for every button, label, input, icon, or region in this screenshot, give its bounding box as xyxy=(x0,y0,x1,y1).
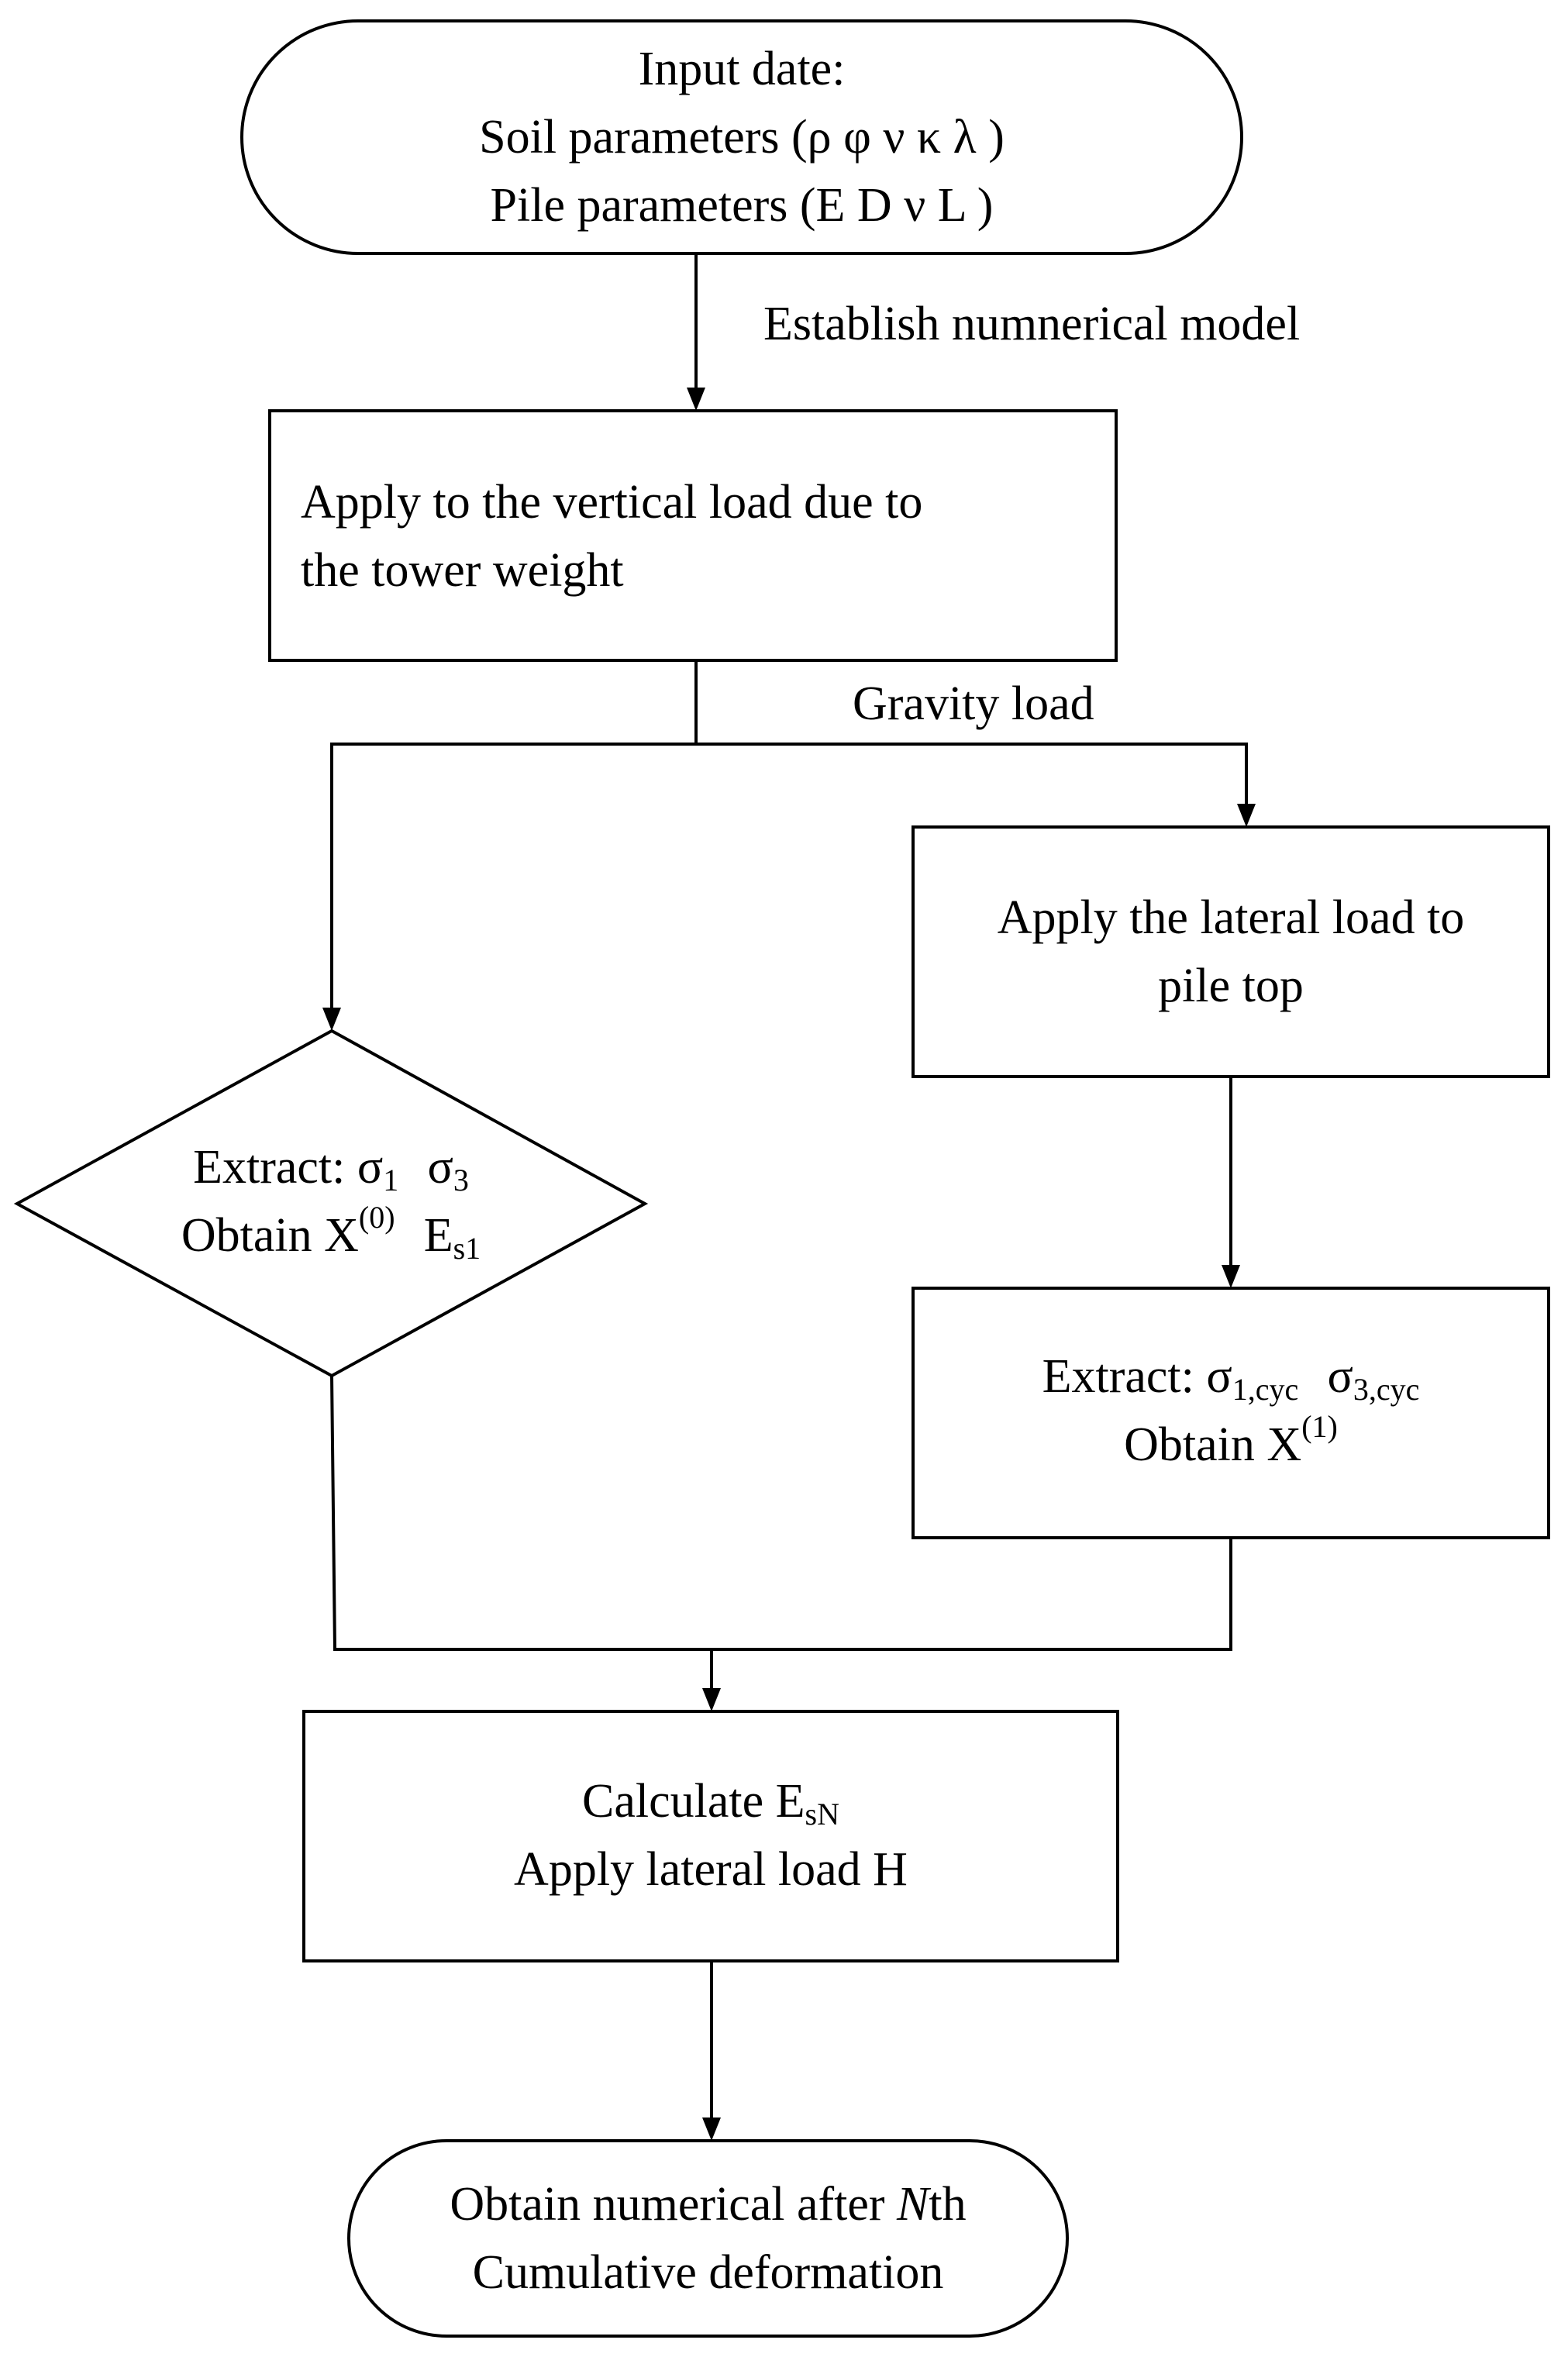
start-line-3: Pile parameters (E D ν L ) xyxy=(490,179,994,232)
sigma-3-cyc-subscript: 3,cyc xyxy=(1353,1372,1420,1407)
sigma-1-subscript: 1 xyxy=(383,1163,399,1197)
arrowhead xyxy=(687,388,705,411)
extract-cyc-label: Extract: xyxy=(1042,1350,1194,1403)
x-superscript: (0) xyxy=(358,1200,395,1235)
x-symbol: X xyxy=(324,1209,359,1262)
esn-symbol: E xyxy=(775,1775,805,1828)
lateral-load-line-2: pile top xyxy=(1158,960,1304,1012)
end-line-1-n: N xyxy=(897,2178,929,2231)
obtain-label: Obtain xyxy=(181,1209,312,1262)
arrowhead xyxy=(702,1688,721,1711)
sigma-1-symbol: σ xyxy=(357,1141,384,1194)
sigma-3-subscript: 3 xyxy=(453,1163,469,1197)
arrowhead xyxy=(322,1008,341,1031)
establish-model-label: Establish numnerical model xyxy=(763,298,1301,350)
vertical-load-line-1: Apply to the vertical load due to xyxy=(301,476,923,529)
lateral-load-text: Apply the lateral load to pile top xyxy=(913,884,1549,1020)
arrowhead xyxy=(702,2118,721,2141)
sigma-1-cyc-subscript: 1,cyc xyxy=(1232,1372,1299,1407)
vertical-load-text: Apply to the vertical load due to the to… xyxy=(301,468,1107,605)
start-terminator xyxy=(240,19,1243,255)
x1-superscript: (1) xyxy=(1301,1409,1338,1444)
decision-line-2: Obtain X(0) Es1 xyxy=(17,1201,645,1270)
lateral-load-line-1: Apply the lateral load to xyxy=(997,891,1465,944)
extract-label: Extract: xyxy=(193,1141,346,1194)
sigma-3-symbol: σ xyxy=(427,1141,453,1194)
e-symbol: E xyxy=(423,1209,453,1262)
end-line-1-prefix: Obtain numerical after xyxy=(450,2178,898,2231)
esn-subscript: sN xyxy=(805,1797,839,1831)
calculate-line-1: Calculate EsN xyxy=(304,1767,1118,1835)
connector-merge xyxy=(330,1375,1232,1651)
start-line-2: Soil parameters (ρ φ ν κ λ ) xyxy=(479,111,1005,164)
extract-cyc-line-2: Obtain X(1) xyxy=(913,1411,1549,1479)
start-line-1: Input date: xyxy=(638,43,846,95)
e-subscript: s1 xyxy=(453,1231,481,1266)
calculate-label: Calculate xyxy=(582,1775,764,1828)
x1-symbol: X xyxy=(1266,1418,1302,1471)
obtain-cyc-label: Obtain xyxy=(1124,1418,1255,1471)
arrowhead xyxy=(1237,804,1256,827)
sigma-1-cyc-symbol: σ xyxy=(1206,1350,1232,1403)
end-line-2: Cumulative deformation xyxy=(472,2246,944,2299)
calculate-line-2: Apply lateral load H xyxy=(514,1843,908,1896)
gravity-load-label: Gravity load xyxy=(853,677,1094,730)
connector-gravity-branch xyxy=(696,743,1248,808)
start-text: Input date: Soil parameters (ρ φ ν κ λ )… xyxy=(242,35,1242,239)
end-terminator xyxy=(347,2139,1069,2338)
end-line-1: Obtain numerical after Nth xyxy=(349,2170,1067,2238)
calculate-text: Calculate EsN Apply lateral load H xyxy=(304,1767,1118,1904)
vertical-load-box xyxy=(268,409,1118,662)
end-text: Obtain numerical after Nth Cumulative de… xyxy=(349,2170,1067,2307)
connector-vertical-branch xyxy=(330,660,698,1011)
sigma-3-cyc-symbol: σ xyxy=(1327,1350,1353,1403)
end-line-1-suffix: th xyxy=(929,2178,967,2231)
arrowhead xyxy=(1222,1265,1240,1288)
vertical-load-line-2: the tower weight xyxy=(301,544,624,597)
